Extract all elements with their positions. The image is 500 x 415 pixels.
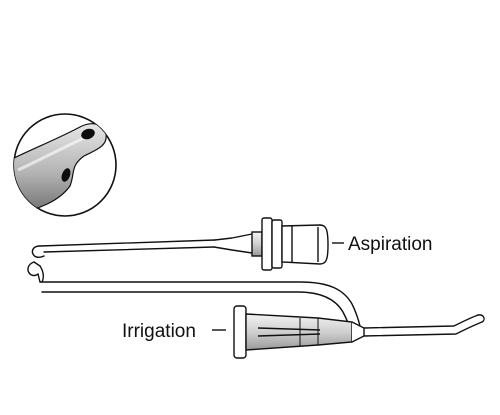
tip-port-upper — [81, 128, 95, 140]
tip-port-side — [61, 168, 71, 182]
irrigation-label: Irrigation — [122, 321, 196, 342]
irrigation-line — [27, 261, 361, 329]
aspiration-line — [31, 233, 253, 259]
aspiration-label: Aspiration — [348, 234, 433, 255]
magnified-tip-inset — [13, 113, 117, 217]
aspiration-hub — [251, 217, 329, 271]
cannula-tube — [363, 314, 485, 337]
irrigation-hub — [233, 305, 365, 359]
magnified-tip-body — [14, 123, 107, 215]
